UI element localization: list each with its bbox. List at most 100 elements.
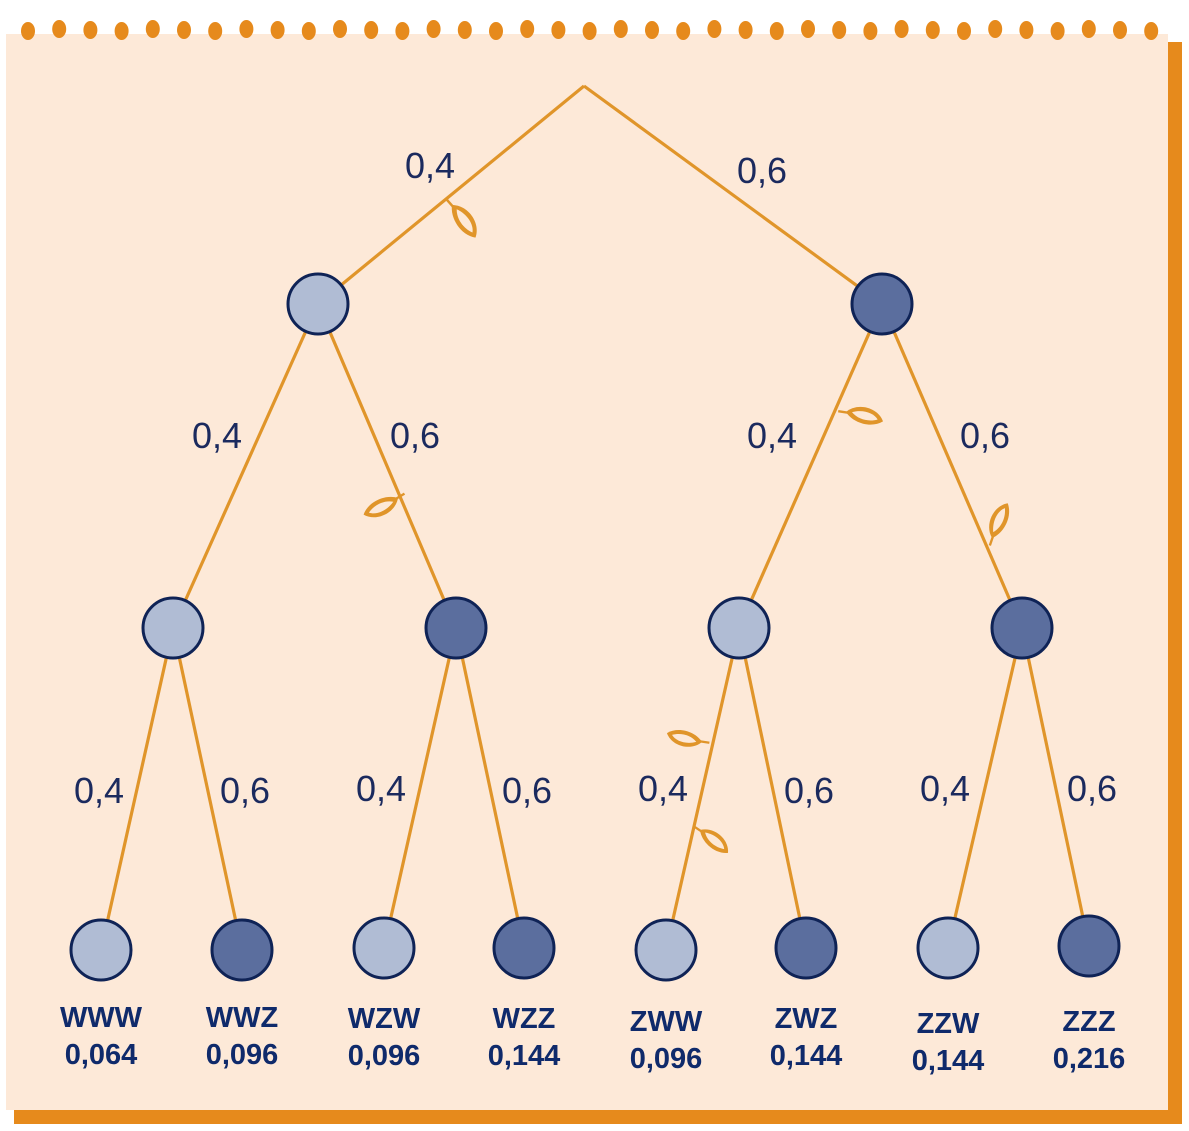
perforation-hole [801, 20, 815, 38]
tree-node-leaf [916, 916, 980, 980]
tree-node-leaf [492, 916, 556, 980]
perforation-hole [114, 22, 129, 40]
tree-branch [583, 84, 859, 288]
tree-branch [749, 330, 872, 602]
outcome-probability: 0,096 [630, 1043, 703, 1075]
tree-node-leaf [774, 916, 838, 980]
outcome-probability: 0,064 [65, 1039, 138, 1071]
perforation-hole [1113, 21, 1127, 39]
tree-branch [892, 330, 1012, 602]
perforation-hole [769, 22, 784, 40]
branch-probability-label: 0,6 [502, 770, 552, 811]
outcome-name: ZZZ [1062, 1006, 1115, 1038]
branch-probability-label: 0,6 [390, 415, 440, 456]
branch-labels: 0,4 0,6 0,4 0,6 0,4 0,6 0,4 0,6 0,4 0,6 0,4 0,6 0,4 0… [74, 145, 1117, 811]
perforation-hole [988, 20, 1003, 38]
perforation-hole [83, 21, 98, 39]
perforation-hole [333, 20, 347, 38]
leaf-icon [666, 730, 710, 747]
tree-node-leaf [210, 918, 274, 982]
perforation-hole [52, 20, 67, 38]
paper-frame [6, 0, 1182, 1124]
perforation-hole [1144, 22, 1159, 40]
tree-branch [1026, 657, 1085, 917]
outcome-name: ZZW [917, 1008, 980, 1040]
branch-probability-label: 0,6 [220, 770, 270, 811]
outcome-labels: WWW0,064WWZ0,096WZW0,096WZZ0,144ZWW0,096… [60, 1002, 1125, 1077]
tree-node-level2 [707, 596, 771, 660]
branch-probability-label: 0,4 [405, 145, 455, 186]
branch-probability-label: 0,4 [74, 770, 124, 811]
perforation-hole [270, 21, 285, 39]
perforation-hole [925, 21, 940, 39]
tree-branch [105, 656, 169, 922]
branch-probability-label: 0,4 [356, 768, 406, 809]
tree-branch [183, 330, 308, 602]
tree-branch [743, 657, 802, 919]
perforation-hole [21, 22, 35, 40]
perforation-hole [957, 22, 971, 40]
tree-nodes [69, 272, 1121, 982]
perforation-hole [1050, 22, 1065, 40]
leaf-icon [363, 492, 406, 518]
tree-branch [177, 656, 238, 922]
perforation-hole [301, 22, 316, 40]
outcome-name: WWW [60, 1002, 143, 1034]
perforation-hole [489, 22, 503, 40]
branch-probability-label: 0,6 [737, 150, 787, 191]
perforation-hole [364, 21, 379, 39]
perforation-hole [676, 22, 691, 40]
tree-node-level2 [424, 596, 488, 660]
perforation-hole [1081, 20, 1096, 38]
tree-node-level1 [850, 272, 914, 336]
outcome-probability: 0,144 [912, 1045, 985, 1077]
outcome-probability: 0,216 [1053, 1043, 1126, 1075]
outcome-name: ZWW [630, 1006, 703, 1038]
perforation-hole [832, 21, 847, 39]
perforation-hole [894, 20, 909, 38]
perforation-hole [395, 22, 410, 40]
perforation-hole [613, 20, 628, 38]
perforation-hole [1019, 21, 1034, 39]
tree-node-level2 [141, 596, 205, 660]
outcome-probability: 0,096 [348, 1040, 421, 1072]
tree-node-level1 [286, 272, 350, 336]
perforation-hole [863, 22, 878, 40]
tree-node-leaf [69, 918, 133, 982]
perforated-edge [6, 0, 1168, 40]
outcome-probability: 0,096 [206, 1039, 279, 1071]
leaf-icon [445, 198, 477, 238]
tree-node-leaf [352, 916, 416, 980]
outcome-name: WZW [348, 1003, 421, 1035]
branch-probability-label: 0,6 [784, 770, 834, 811]
leaf-decorations [363, 198, 1010, 853]
perforation-hole [738, 21, 753, 39]
branch-probability-label: 0,4 [920, 768, 970, 809]
perforation-hole [551, 21, 566, 39]
tree-branch [340, 84, 586, 287]
tree-node-leaf [1057, 914, 1121, 978]
perforation-hole [145, 20, 160, 38]
leaf-icon [838, 406, 884, 425]
tree-branch [389, 656, 451, 920]
branch-probability-label: 0,4 [747, 415, 797, 456]
perforation-hole [520, 20, 535, 38]
tree-branch [671, 656, 734, 922]
tree-branches [105, 84, 1085, 922]
perforation-hole [239, 20, 254, 38]
paper-background [6, 34, 1168, 1110]
perforation-hole [177, 21, 191, 39]
tree-branch [460, 657, 520, 919]
tree-branch [953, 656, 1017, 920]
tree-branch [328, 330, 446, 602]
branch-probability-label: 0,4 [638, 768, 688, 809]
branch-probability-label: 0,4 [192, 415, 242, 456]
outcome-name: ZWZ [775, 1003, 838, 1035]
outcome-probability: 0,144 [770, 1040, 843, 1072]
tree-node-level2 [990, 596, 1054, 660]
perforation-hole [457, 21, 472, 39]
branch-probability-label: 0,6 [1067, 768, 1117, 809]
branch-probability-label: 0,6 [960, 415, 1010, 456]
outcome-name: WWZ [206, 1002, 278, 1034]
